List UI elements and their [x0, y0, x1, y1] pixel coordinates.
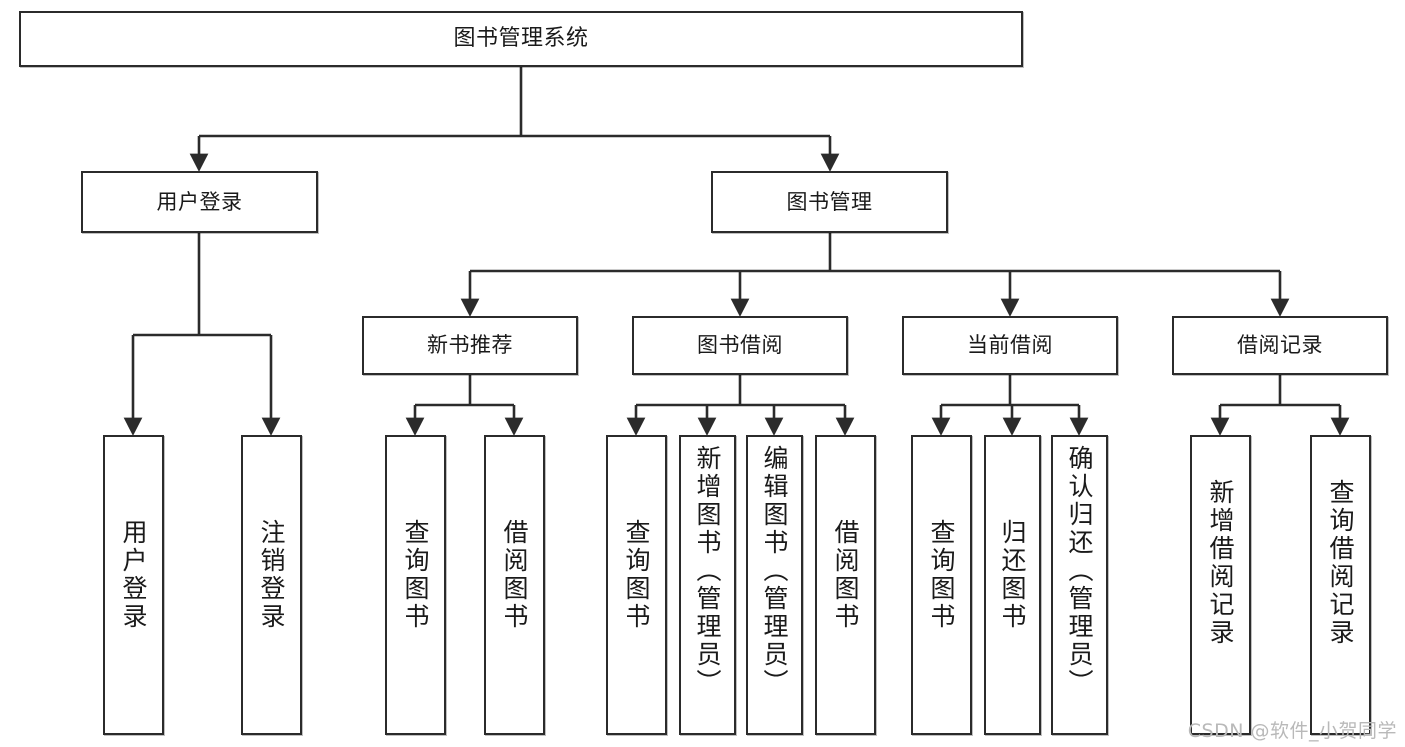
node-leaf-user-login[interactable]: 用户登录	[103, 435, 164, 735]
node-leaf-edit-book-label: 编辑图书（管理员）	[760, 445, 789, 697]
node-root-label: 图书管理系统	[453, 26, 589, 52]
node-leaf-user-login-label: 用户登录	[119, 519, 148, 631]
node-user-login-label: 用户登录	[156, 189, 243, 214]
node-borrowing-record-label: 借阅记录	[1237, 333, 1323, 358]
node-current-borrowing[interactable]: 当前借阅	[902, 316, 1118, 375]
node-leaf-edit-book[interactable]: 编辑图书（管理员）	[746, 435, 803, 735]
node-new-book-recommendation[interactable]: 新书推荐	[362, 316, 578, 375]
node-leaf-add-book-label: 新增图书（管理员）	[693, 445, 722, 697]
node-user-login[interactable]: 用户登录	[81, 171, 318, 233]
node-leaf-add-book[interactable]: 新增图书（管理员）	[679, 435, 736, 735]
node-leaf-query-record[interactable]: 查询借阅记录	[1310, 435, 1371, 735]
node-book-management-label: 图书管理	[786, 189, 873, 214]
node-leaf-query-book-3-label: 查询图书	[927, 519, 956, 631]
node-leaf-logout-label: 注销登录	[257, 519, 286, 631]
node-leaf-return-book-label: 归还图书	[998, 519, 1027, 631]
node-new-book-recommendation-label: 新书推荐	[427, 333, 513, 358]
node-leaf-query-book-2-label: 查询图书	[622, 519, 651, 631]
node-book-management[interactable]: 图书管理	[711, 171, 948, 233]
node-leaf-query-book-2[interactable]: 查询图书	[606, 435, 667, 735]
node-leaf-query-book-1-label: 查询图书	[401, 519, 430, 631]
node-leaf-borrow-book-2-label: 借阅图书	[831, 519, 860, 631]
node-borrowing-record[interactable]: 借阅记录	[1172, 316, 1388, 375]
node-leaf-return-book[interactable]: 归还图书	[984, 435, 1041, 735]
node-book-borrowing-label: 图书借阅	[697, 333, 783, 358]
node-leaf-add-record[interactable]: 新增借阅记录	[1190, 435, 1251, 735]
node-leaf-query-book-1[interactable]: 查询图书	[385, 435, 446, 735]
node-current-borrowing-label: 当前借阅	[967, 333, 1053, 358]
node-leaf-borrow-book-1[interactable]: 借阅图书	[484, 435, 545, 735]
node-leaf-confirm-return-label: 确认归还（管理员）	[1065, 445, 1094, 697]
node-leaf-add-record-label: 新增借阅记录	[1206, 479, 1235, 647]
node-book-borrowing[interactable]: 图书借阅	[632, 316, 848, 375]
node-leaf-logout[interactable]: 注销登录	[241, 435, 302, 735]
node-leaf-borrow-book-2[interactable]: 借阅图书	[815, 435, 876, 735]
node-leaf-confirm-return[interactable]: 确认归还（管理员）	[1051, 435, 1108, 735]
node-leaf-query-record-label: 查询借阅记录	[1326, 479, 1355, 647]
node-leaf-query-book-3[interactable]: 查询图书	[911, 435, 972, 735]
node-leaf-borrow-book-1-label: 借阅图书	[500, 519, 529, 631]
node-root[interactable]: 图书管理系统	[19, 11, 1023, 67]
